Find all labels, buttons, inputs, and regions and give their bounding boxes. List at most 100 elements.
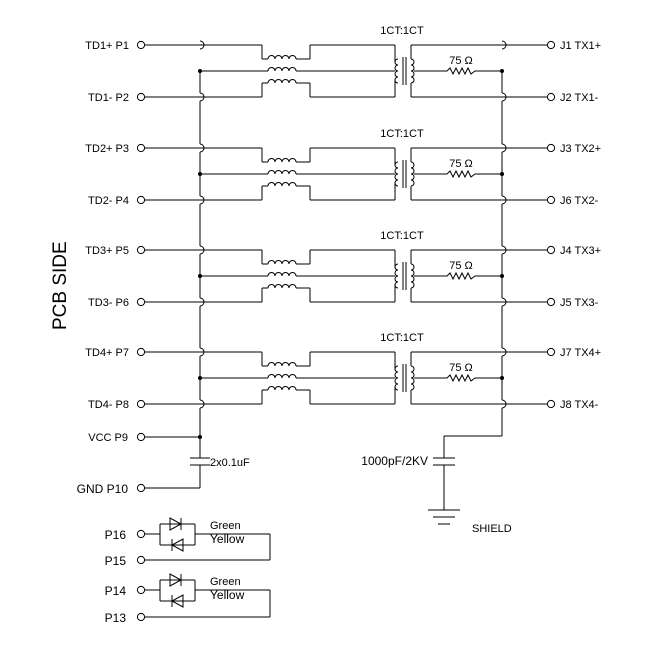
pin-label-left-plus: TD4+ P7 xyxy=(85,347,129,359)
crossover xyxy=(199,195,205,205)
pin-label-right-minus: J6 TX2- xyxy=(560,195,599,207)
transformer-ratio-label: 1CT:1CT xyxy=(380,128,424,140)
pin-terminal-left-plus xyxy=(136,245,146,255)
channel-4: TD4+ P7 TD4- P8 J7 TX4+ J8 TX4- 1CT:1CT 75 Ω xyxy=(85,332,601,411)
pin-terminal-right-plus xyxy=(546,347,556,357)
led-pin-label-b: P15 xyxy=(105,554,127,568)
resistor-75-ohm xyxy=(432,271,490,281)
choke-coil-top xyxy=(267,260,297,265)
transformer-primary-coil xyxy=(394,365,399,391)
transformer-primary-coil xyxy=(394,58,399,84)
pin-terminal-left-plus xyxy=(136,347,146,357)
transformer-secondary-coil xyxy=(410,161,415,187)
pin-terminal-led-a xyxy=(136,529,146,539)
choke-coil-top xyxy=(267,362,297,367)
crossover xyxy=(199,92,205,102)
pin-label-left-minus: TD1- P2 xyxy=(88,92,129,104)
resistor-75-ohm xyxy=(432,373,490,383)
crossover xyxy=(501,245,507,255)
resistor-75-ohm xyxy=(432,169,490,179)
resistor-label: 75 Ω xyxy=(449,55,473,67)
crossover xyxy=(501,143,507,153)
channel-1: TD1+ P1 TD1- P2 J1 TX1+ J2 TX1- 1CT:1CT 75 Ω xyxy=(85,25,601,104)
decoupling-cap-label: 2x0.1uF xyxy=(210,457,250,469)
pin-terminal-right-minus xyxy=(546,297,556,307)
vcc-label: VCC P9 xyxy=(88,432,128,444)
crossover xyxy=(199,245,205,255)
pin-terminal-right-minus xyxy=(546,195,556,205)
choke-coil-top xyxy=(267,55,297,60)
transformer-ratio-label: 1CT:1CT xyxy=(380,332,424,344)
pin-terminal-led-b xyxy=(136,555,146,565)
led-diode-icon xyxy=(170,594,184,608)
hv-cap-label: 1000pF/2KV xyxy=(361,454,428,468)
crossover xyxy=(199,347,205,357)
led-diode-icon xyxy=(169,573,183,587)
resistor-label: 75 Ω xyxy=(449,158,473,170)
pin-label-left-minus: TD2- P4 xyxy=(88,195,129,207)
pin-label-right-minus: J5 TX3- xyxy=(560,297,599,309)
led-pin-label-a: P16 xyxy=(105,528,127,542)
pin-label-left-plus: TD1+ P1 xyxy=(85,40,129,52)
led-diode-icon xyxy=(169,517,183,531)
pin-terminal-left-minus xyxy=(136,92,146,102)
crossover xyxy=(199,40,205,50)
transformer-secondary-coil xyxy=(410,58,415,84)
crossover xyxy=(501,92,507,102)
pin-terminal-left-plus xyxy=(136,143,146,153)
pin-terminal-right-plus xyxy=(546,245,556,255)
pin-label-left-minus: TD4- P8 xyxy=(88,399,129,411)
common-buses xyxy=(199,71,503,436)
led-diode-icon xyxy=(170,538,184,552)
pin-terminal-left-minus xyxy=(136,399,146,409)
pcb-side-label: PCB SIDE xyxy=(50,241,71,330)
led-pin-label-a: P14 xyxy=(105,584,127,598)
pin-terminal-left-minus xyxy=(136,297,146,307)
transformer-primary-coil xyxy=(394,263,399,289)
led-green-label: Green xyxy=(210,576,241,588)
transformer-ratio-label: 1CT:1CT xyxy=(380,25,424,37)
pin-label-right-minus: J8 TX4- xyxy=(560,399,599,411)
pin-label-right-minus: J2 TX1- xyxy=(560,92,599,104)
crossover xyxy=(501,195,507,205)
pin-terminal-led-a xyxy=(136,585,146,595)
crossover xyxy=(501,40,507,50)
led-yellow-label: Yellow xyxy=(210,588,245,602)
pin-terminal-right-plus xyxy=(546,40,556,50)
choke-coil-center xyxy=(267,170,297,175)
choke-coil-center xyxy=(267,67,297,72)
pin-terminal-right-plus xyxy=(546,143,556,153)
resistor-label: 75 Ω xyxy=(449,362,473,374)
crossover xyxy=(501,347,507,357)
pin-terminal-led-b xyxy=(136,612,146,622)
choke-coil-bottom xyxy=(267,284,297,289)
resistor-label: 75 Ω xyxy=(449,260,473,272)
pin-label-right-plus: J3 TX2+ xyxy=(560,143,601,155)
pin-terminal-left-plus xyxy=(136,40,146,50)
choke-coil-bottom xyxy=(267,182,297,187)
pin-label-left-plus: TD3+ P5 xyxy=(85,245,129,257)
choke-coil-center xyxy=(267,374,297,379)
pin-label-left-minus: TD3- P6 xyxy=(88,297,129,309)
choke-coil-center xyxy=(267,272,297,277)
choke-coil-top xyxy=(267,158,297,163)
shield-label: SHIELD xyxy=(472,523,512,535)
resistor-75-ohm xyxy=(432,66,490,76)
led-pin-label-b: P13 xyxy=(105,611,127,625)
pin-label-right-plus: J7 TX4+ xyxy=(560,347,601,359)
pin-terminal-gnd xyxy=(136,483,146,493)
pin-terminal-right-minus xyxy=(546,399,556,409)
crossover xyxy=(501,297,507,307)
pin-label-right-plus: J4 TX3+ xyxy=(560,245,601,257)
led-yellow-label: Yellow xyxy=(210,532,245,546)
transformer-secondary-coil xyxy=(410,263,415,289)
pin-terminal-vcc xyxy=(136,432,146,442)
pin-label-right-plus: J1 TX1+ xyxy=(560,40,601,52)
